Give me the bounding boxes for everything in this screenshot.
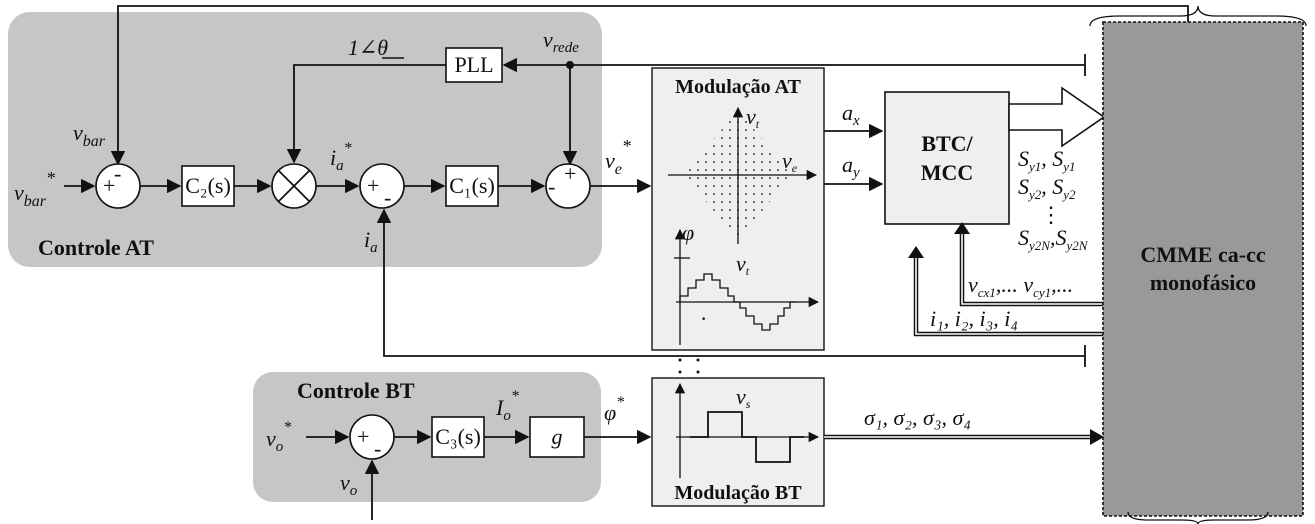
c2-block	[181, 165, 235, 207]
vs-square-wave	[690, 411, 804, 463]
btc-mcc-block	[884, 91, 1010, 225]
ia-label: ia	[364, 227, 378, 256]
vt-axis-label: vt	[746, 104, 760, 131]
sum-ia-plus: +	[367, 173, 379, 198]
ay-label: ay	[842, 152, 860, 181]
converter-label-line2: monofásico	[1150, 270, 1256, 295]
vo-label: vo	[340, 470, 358, 499]
s-row3-label: Sy2N,Sy2N	[1018, 225, 1089, 253]
pll-label: PLL	[454, 52, 493, 77]
sum-ve-plus: +	[564, 161, 576, 186]
vbar-feedback-line	[110, 5, 1189, 166]
sum-vbar-plus: +	[103, 173, 115, 198]
phi-ref-label: φ*	[604, 394, 624, 425]
ia-feedback-line	[384, 210, 1086, 367]
bottom-brace	[1127, 511, 1269, 524]
currents-bus-inner	[915, 252, 1103, 335]
sigma-label: σ₁, σ₂, σ₃, σ₄	[864, 405, 971, 430]
sum-vo-minus: -	[374, 436, 381, 461]
currents-label: i₁, i₂, i₃, i₄	[930, 306, 1018, 331]
pll-to-mult-line	[286, 64, 446, 164]
io-ref-label: Io*	[495, 388, 519, 424]
ve-ref-label: ve*	[605, 136, 631, 178]
controle-at-title: Controle AT	[38, 235, 154, 260]
s-row2-label: Sy2, Sy2	[1018, 174, 1076, 202]
c3-label: C₃(s)	[435, 424, 481, 449]
g-label: g	[552, 424, 563, 449]
sum-ve-minus: -	[548, 174, 555, 199]
converter-block	[1102, 21, 1304, 517]
vt-staircase-wave	[679, 273, 796, 331]
modulacao-at-title: Modulação AT	[675, 76, 801, 98]
c2-label: C₂(s)	[185, 173, 231, 198]
converter-label-line1: CMME ca-cc	[1140, 242, 1265, 267]
top-brace	[1089, 5, 1307, 27]
controle-bt-title: Controle BT	[297, 378, 415, 403]
c1-label: C₁(s)	[449, 173, 495, 198]
currents-bus-arrowhead	[908, 246, 924, 258]
btc-label: BTC/	[921, 131, 973, 156]
pll-output-label: 1∠θ	[348, 35, 388, 60]
mcc-label: MCC	[921, 160, 974, 185]
ia-ref-label: ia*	[330, 140, 352, 174]
vt-wave-label: vt	[736, 251, 750, 278]
dot-at-1: ·	[700, 306, 707, 331]
vcx-bus-inner	[961, 228, 1103, 305]
vrede-label: vrede	[543, 27, 579, 56]
ve-axis-label: ve	[782, 148, 798, 175]
sum-vo-plus: +	[357, 424, 369, 449]
g-block	[529, 416, 585, 458]
phi-label: φ	[682, 220, 694, 245]
sigma-bus-arrowhead	[1090, 429, 1104, 445]
vo-ref-label: vo*	[266, 419, 291, 455]
s-ellipsis: ⋮	[1040, 202, 1062, 227]
vcx-label: vcx1,... vcy1,...	[968, 272, 1073, 300]
modulacao-bt-box	[651, 377, 825, 507]
s-row1-label: Sy1, Sy1	[1018, 146, 1076, 174]
vs-label: vs	[736, 384, 751, 411]
sum-vbar-minus: -	[114, 161, 121, 186]
c1-block	[445, 165, 499, 207]
sum-ia-minus: -	[384, 185, 391, 210]
vcx-bus-arrowhead	[954, 222, 970, 234]
vbar-ref-label: vbar*	[14, 168, 55, 210]
vbar-label: vbar	[73, 120, 106, 150]
ax-label: ax	[842, 100, 860, 129]
modulacao-bt-title: Modulação BT	[674, 482, 802, 504]
switching-signals-bus-arrow	[1008, 86, 1106, 148]
multiplier-x2	[278, 170, 310, 202]
